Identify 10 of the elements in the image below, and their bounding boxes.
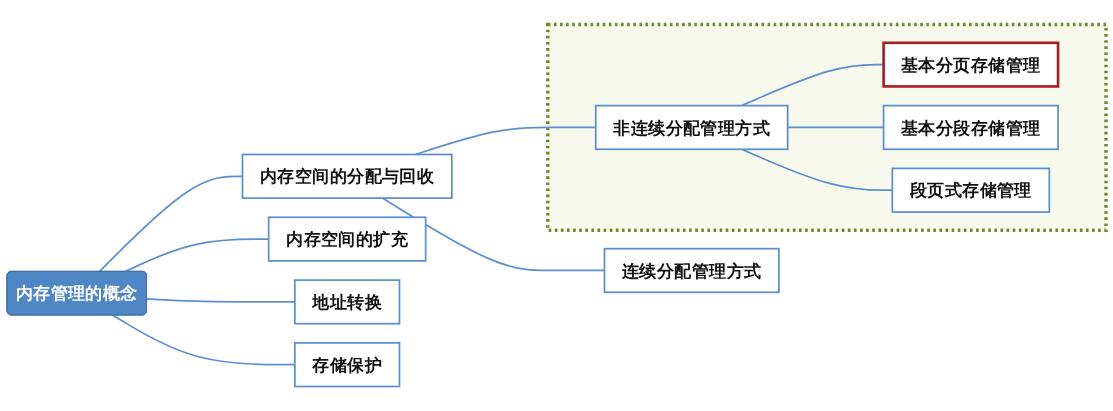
node-box: 内存空间的扩充: [267, 216, 427, 262]
node-box: 基本分段存储管理: [882, 104, 1059, 151]
node-box: 非连续分配管理方式: [594, 104, 789, 151]
node-box: 存储保护: [293, 342, 401, 388]
node-box: 连续分配管理方式: [603, 247, 780, 294]
node-box: 基本分页存储管理: [882, 41, 1060, 88]
node-box: 段页式存储管理: [891, 167, 1051, 213]
node-box: 内存空间的分配与回收: [241, 153, 453, 199]
cluster: [546, 22, 1108, 233]
node-box: 地址转换: [293, 279, 401, 325]
